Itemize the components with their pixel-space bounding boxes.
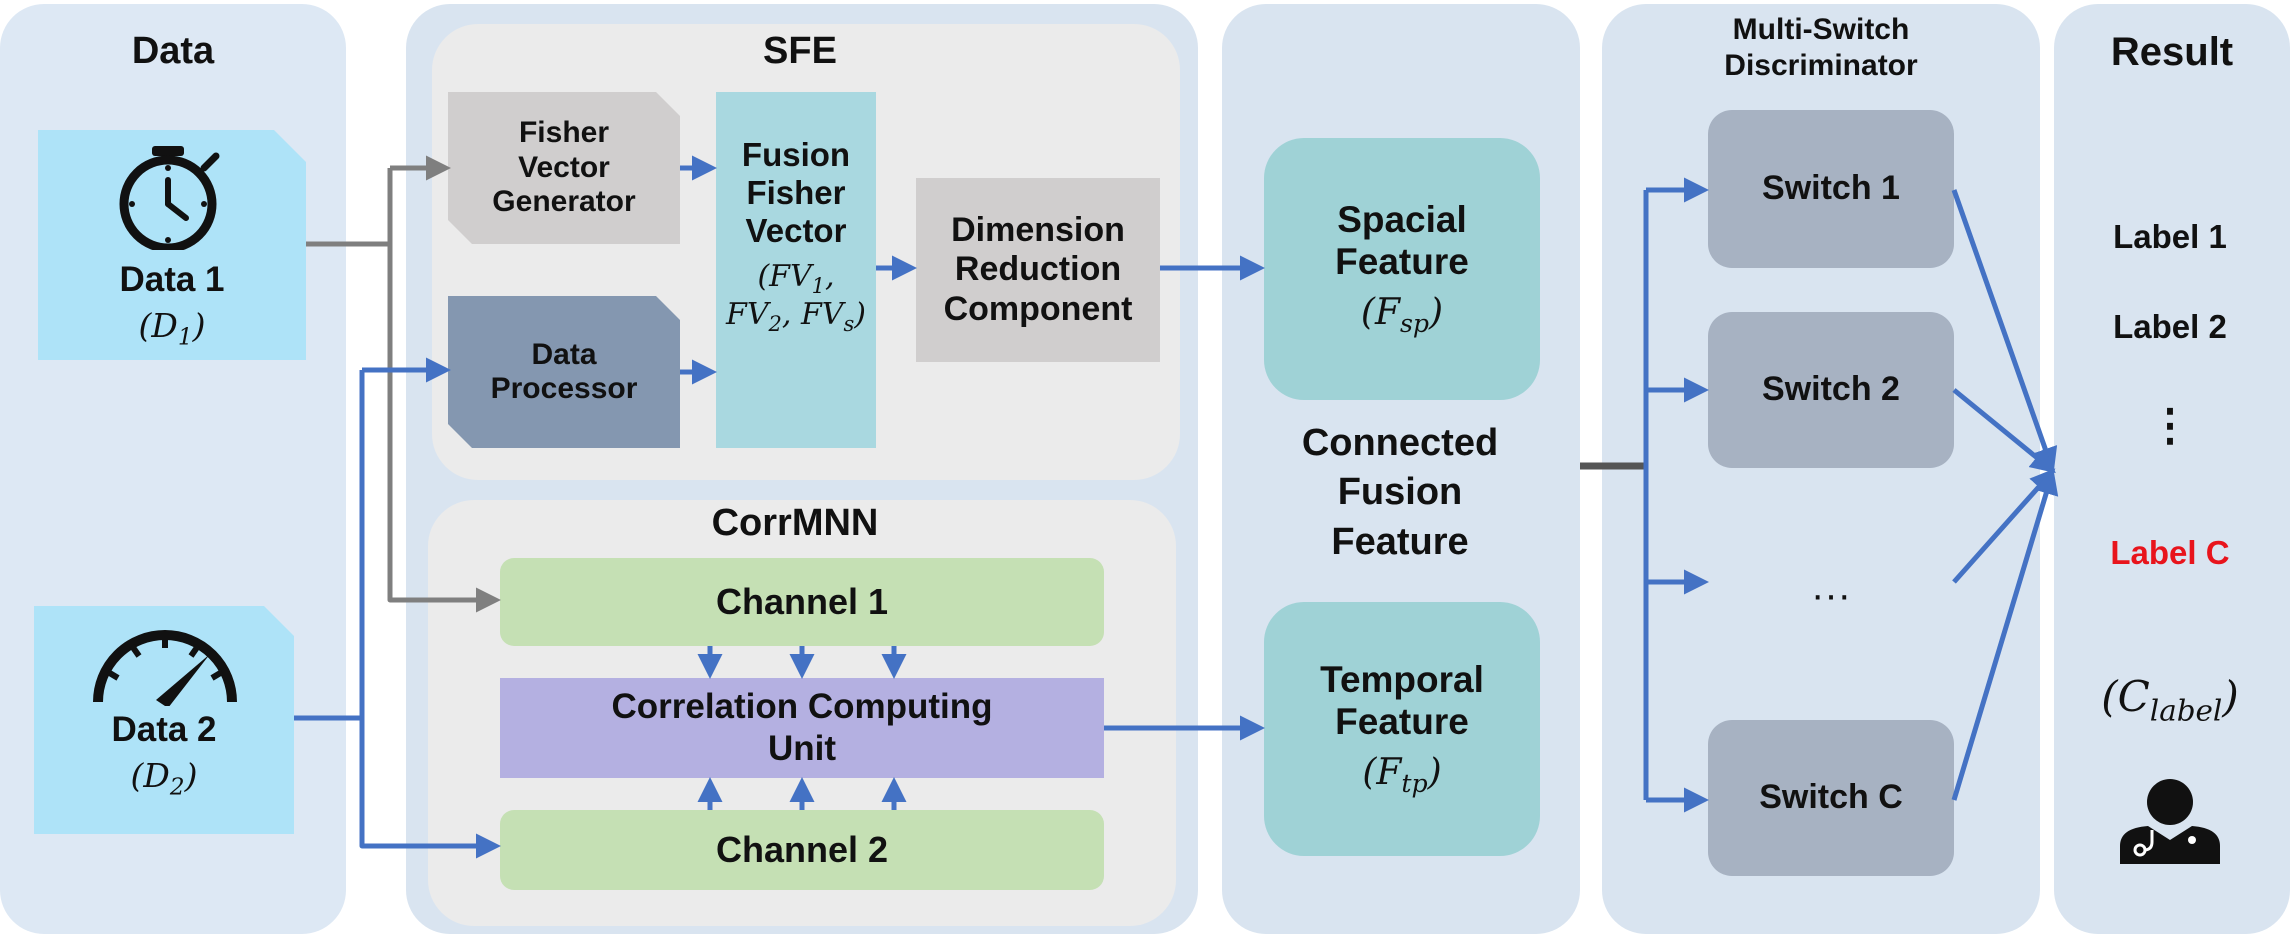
switch-2: Switch 2: [1708, 312, 1954, 468]
data2-symbol: (D2): [130, 756, 198, 801]
connected-fusion-feature: Connected Fusion Feature: [1301, 421, 1499, 563]
spatial-feature: Spacial Feature (Fsp): [1264, 138, 1540, 400]
sfe-connectors: [680, 155, 1265, 741]
data-column-title: Data: [131, 30, 215, 72]
data-processor: Data Processor: [490, 337, 638, 406]
label-1: Label 1: [2113, 218, 2227, 255]
fisher-vector-generator: Fisher Vector Generator: [492, 116, 636, 219]
dimension-reduction-component: Dimension Reduction Component: [916, 178, 1160, 362]
label-formula: (Clabel): [2101, 672, 2239, 728]
stopwatch-icon: [119, 146, 220, 250]
result-title: Result: [2110, 30, 2234, 74]
channel-1: Channel 1: [500, 558, 1104, 646]
data-processor-shape: [448, 296, 680, 448]
switch-ellipsis: ···: [1811, 573, 1851, 617]
gauge-icon: [93, 630, 237, 706]
fusion-to-switch-connectors: [1580, 177, 1709, 813]
channel-2: Channel 2: [500, 810, 1104, 890]
channel-correlation-arrows: [697, 646, 907, 810]
sfe-title: SFE: [763, 30, 837, 72]
discriminator-title: Multi-Switch Discriminator: [1724, 13, 1918, 82]
data1-connector: [306, 155, 501, 613]
switch-1: Switch 1: [1708, 110, 1954, 268]
doctor-icon: [2120, 779, 2220, 864]
label-2: Label 2: [2113, 308, 2227, 345]
correlation-computing-unit: Correlation Computing Unit: [500, 678, 1104, 778]
data2-label: Data 2: [111, 710, 217, 749]
corrmnn-title: CorrMNN: [711, 502, 879, 544]
temporal-feature: Temporal Feature (Ftp): [1264, 602, 1540, 856]
data2-card: [34, 606, 294, 834]
fisher-generator-shape: [448, 92, 680, 244]
label-c: Label C: [2110, 534, 2230, 571]
fusion-fisher-vector: Fusion Fisher Vector (FV1, FV2, FVs): [716, 92, 876, 448]
switch-c: Switch C: [1708, 720, 1954, 876]
data2-connector: [294, 357, 501, 859]
result-column: [2054, 4, 2290, 934]
data1-symbol: (D1): [138, 306, 206, 351]
label-vertical-ellipsis: ⋮: [2148, 401, 2192, 450]
data1-label: Data 1: [119, 260, 225, 299]
switch-to-result-connectors: [1951, 189, 2059, 801]
